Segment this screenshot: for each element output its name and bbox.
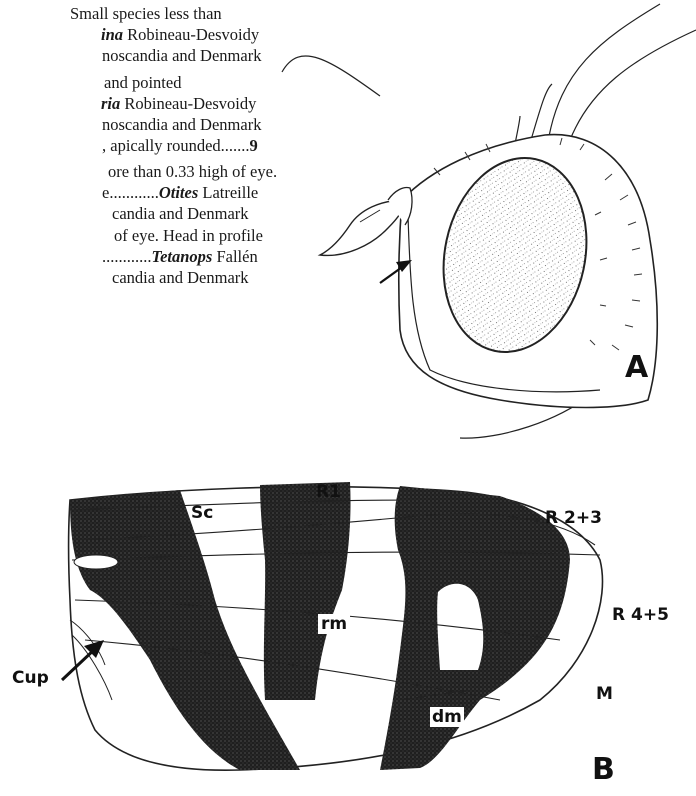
label-dm: dm: [430, 707, 464, 727]
label-sc: Sc: [191, 503, 213, 523]
label-r1: R1: [316, 482, 341, 502]
basal-cell: [74, 555, 118, 569]
wing-window: [437, 584, 483, 670]
label-cup: Cup: [12, 668, 49, 688]
label-rm: rm: [318, 614, 350, 634]
label-m: M: [596, 684, 613, 704]
label-r45: R 4+5: [612, 605, 669, 625]
figure-b-label: B: [592, 752, 615, 787]
label-r23: R 2+3: [545, 508, 602, 528]
